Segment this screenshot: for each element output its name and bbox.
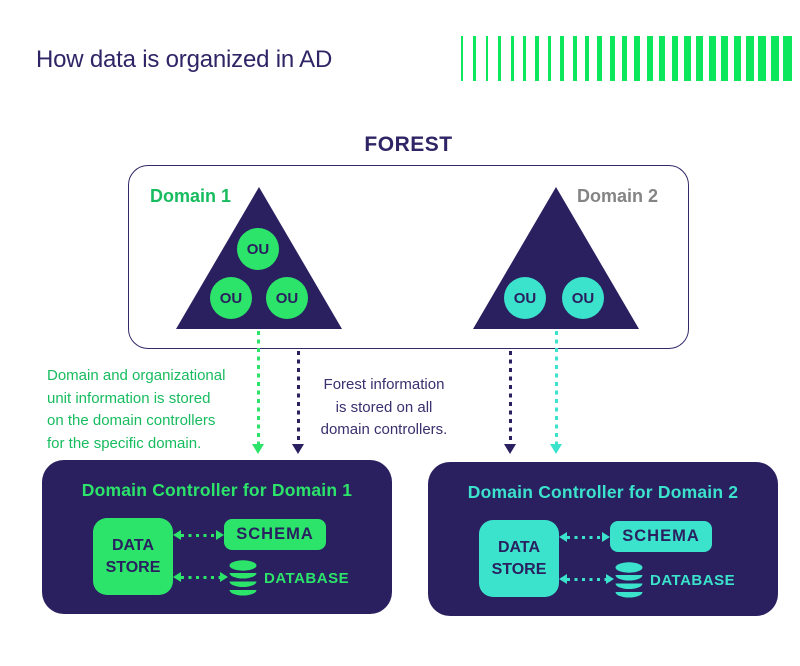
ou-label: OU [246,240,270,258]
arrowhead-left-icon [559,574,567,584]
dc1-title: Domain Controller for Domain 1 [81,480,353,500]
domain2-label: Domain 2 [577,186,659,206]
arrowhead-right-icon [220,572,228,582]
forest-to-dc2-arrowhead-icon [504,444,516,454]
arrowhead-left-icon [173,572,181,582]
dc2-title: Domain Controller for Domain 2 [467,482,739,502]
forest-storage-note: Forest information is stored on all doma… [320,376,448,438]
dc2-datastore-schema-arrow-icon [559,531,610,543]
forest-label: FOREST [364,133,453,156]
arrowhead-right-icon [216,530,224,540]
dc1-datastore-database-arrow-icon [173,571,228,583]
forest-boundary-box [128,165,689,349]
domain2-ou-circle: OU [504,277,546,319]
domain-controller-2-box: Domain Controller for Domain 2 DATA STOR… [428,462,778,616]
ou-label: OU [275,289,299,307]
domain2-to-dc2-arrowhead-icon [550,444,562,454]
forest-to-dc2-arrow-icon [508,351,512,444]
arrowhead-right-icon [606,574,614,584]
domain1-ou-circle: OU [237,228,279,270]
dc1-data-store: DATA STORE [93,518,173,595]
forest-to-dc1-arrow-icon [296,351,300,444]
domain2-ou-circle: OU [562,277,604,319]
dashed-line [567,577,606,581]
dc2-data-store: DATA STORE [479,520,559,597]
dc1-datastore-schema-arrow-icon [173,529,224,541]
domain1-to-dc1-arrowhead-icon [252,444,264,454]
domain-storage-note: Domain and organizational unit informati… [47,367,226,452]
page-title: How data is organized in AD [36,46,333,73]
decor-bars-icon [461,36,792,81]
ou-label: OU [513,289,537,307]
domain1-ou-circle: OU [266,277,308,319]
domain1-to-dc1-arrow-icon [256,331,260,444]
arrowhead-right-icon [602,532,610,542]
domain1-label: Domain 1 [150,186,232,206]
ou-label: OU [219,289,243,307]
dc2-database-label: DATABASE [650,572,736,589]
forest-to-dc1-arrowhead-icon [292,444,304,454]
dc1-database-label: DATABASE [264,570,350,587]
domain1-ou-circle: OU [210,277,252,319]
ou-label: OU [571,289,595,307]
dc2-schema: SCHEMA [610,521,712,552]
arrowhead-left-icon [173,530,181,540]
dc1-schema: SCHEMA [224,519,326,550]
arrowhead-left-icon [559,532,567,542]
dc2-datastore-database-arrow-icon [559,573,614,585]
domain-controller-1-box: Domain Controller for Domain 1 DATA STOR… [42,460,392,614]
database-icon [614,562,644,600]
dashed-line [181,533,216,537]
domain2-to-dc2-arrow-icon [554,331,558,444]
dashed-line [181,575,220,579]
dashed-line [567,535,602,539]
database-icon [228,560,258,598]
